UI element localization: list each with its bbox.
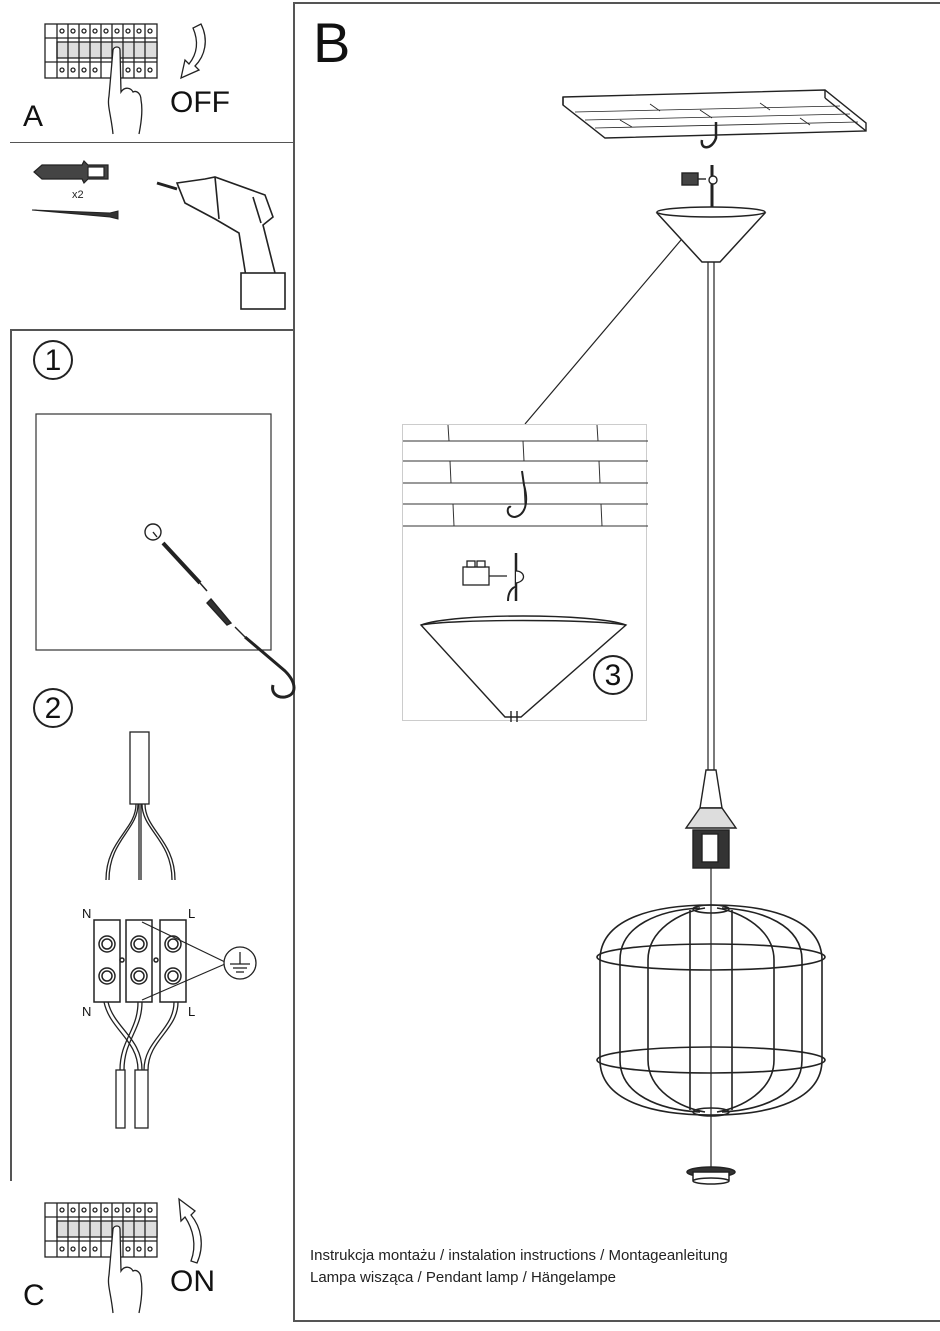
circuit-breaker-icon	[44, 23, 158, 79]
terminal-block-icon	[93, 919, 187, 1003]
step-3-detail-inset: 3	[402, 424, 648, 722]
wiring-diagram	[93, 731, 257, 1129]
wall-plug-icon	[33, 159, 109, 185]
hook-icon	[506, 470, 528, 519]
step-2-badge: 2	[33, 688, 73, 728]
footer-line-2: Lampa wisząca / Pendant lamp / Hängelamp…	[310, 1269, 617, 1286]
left-column	[10, 2, 295, 1322]
canopy-icon	[655, 206, 767, 263]
step-1-badge: 1	[33, 340, 73, 380]
lamp-socket-icon	[684, 769, 738, 869]
panel-c-letter: C	[23, 1279, 45, 1312]
drill-icon	[156, 176, 286, 310]
quantity-label: x2	[72, 189, 84, 201]
off-label: OFF	[170, 86, 230, 119]
footer-line-1: Instrukcja montażu / instalation instruc…	[310, 1247, 728, 1264]
panel-c-power-on: ON C	[10, 1181, 295, 1322]
hand-icon	[107, 46, 143, 135]
circuit-breaker-icon	[44, 1202, 158, 1258]
label-l-bottom: L	[188, 1004, 196, 1019]
ceiling-hook-icon	[700, 122, 718, 149]
label-l-top: L	[188, 906, 196, 921]
panel-tools: x2	[10, 143, 295, 331]
wall-plug-icon	[144, 523, 246, 638]
cable-clamp-icon	[681, 165, 718, 208]
step-1-illustration	[35, 413, 296, 699]
shade-nut-icon	[686, 1166, 736, 1185]
cable-clamp-icon	[462, 553, 525, 602]
brick-ceiling-icon	[403, 424, 648, 722]
panel-a-power-off: OFF A	[10, 2, 295, 144]
on-label: ON	[170, 1265, 215, 1298]
step-3-badge: 3	[593, 655, 633, 695]
arrow-down-curved-icon	[180, 23, 206, 80]
canopy-icon	[419, 615, 628, 722]
arrow-up-curved-icon	[178, 1197, 202, 1264]
screw-icon	[31, 209, 119, 220]
page-frame	[10, 2, 940, 1322]
cable-icon	[105, 731, 176, 881]
ceiling-plate-icon	[562, 89, 867, 139]
hand-icon	[107, 1225, 143, 1314]
label-n-bottom: N	[82, 1004, 92, 1019]
cage-shade-icon	[596, 904, 826, 1117]
panel-a-letter: A	[23, 100, 44, 133]
ceiling-square-icon	[35, 413, 272, 651]
ground-symbol-icon	[223, 946, 257, 980]
panel-b-letter: B	[313, 11, 351, 74]
label-n-top: N	[82, 906, 92, 921]
hook-icon	[244, 635, 296, 699]
